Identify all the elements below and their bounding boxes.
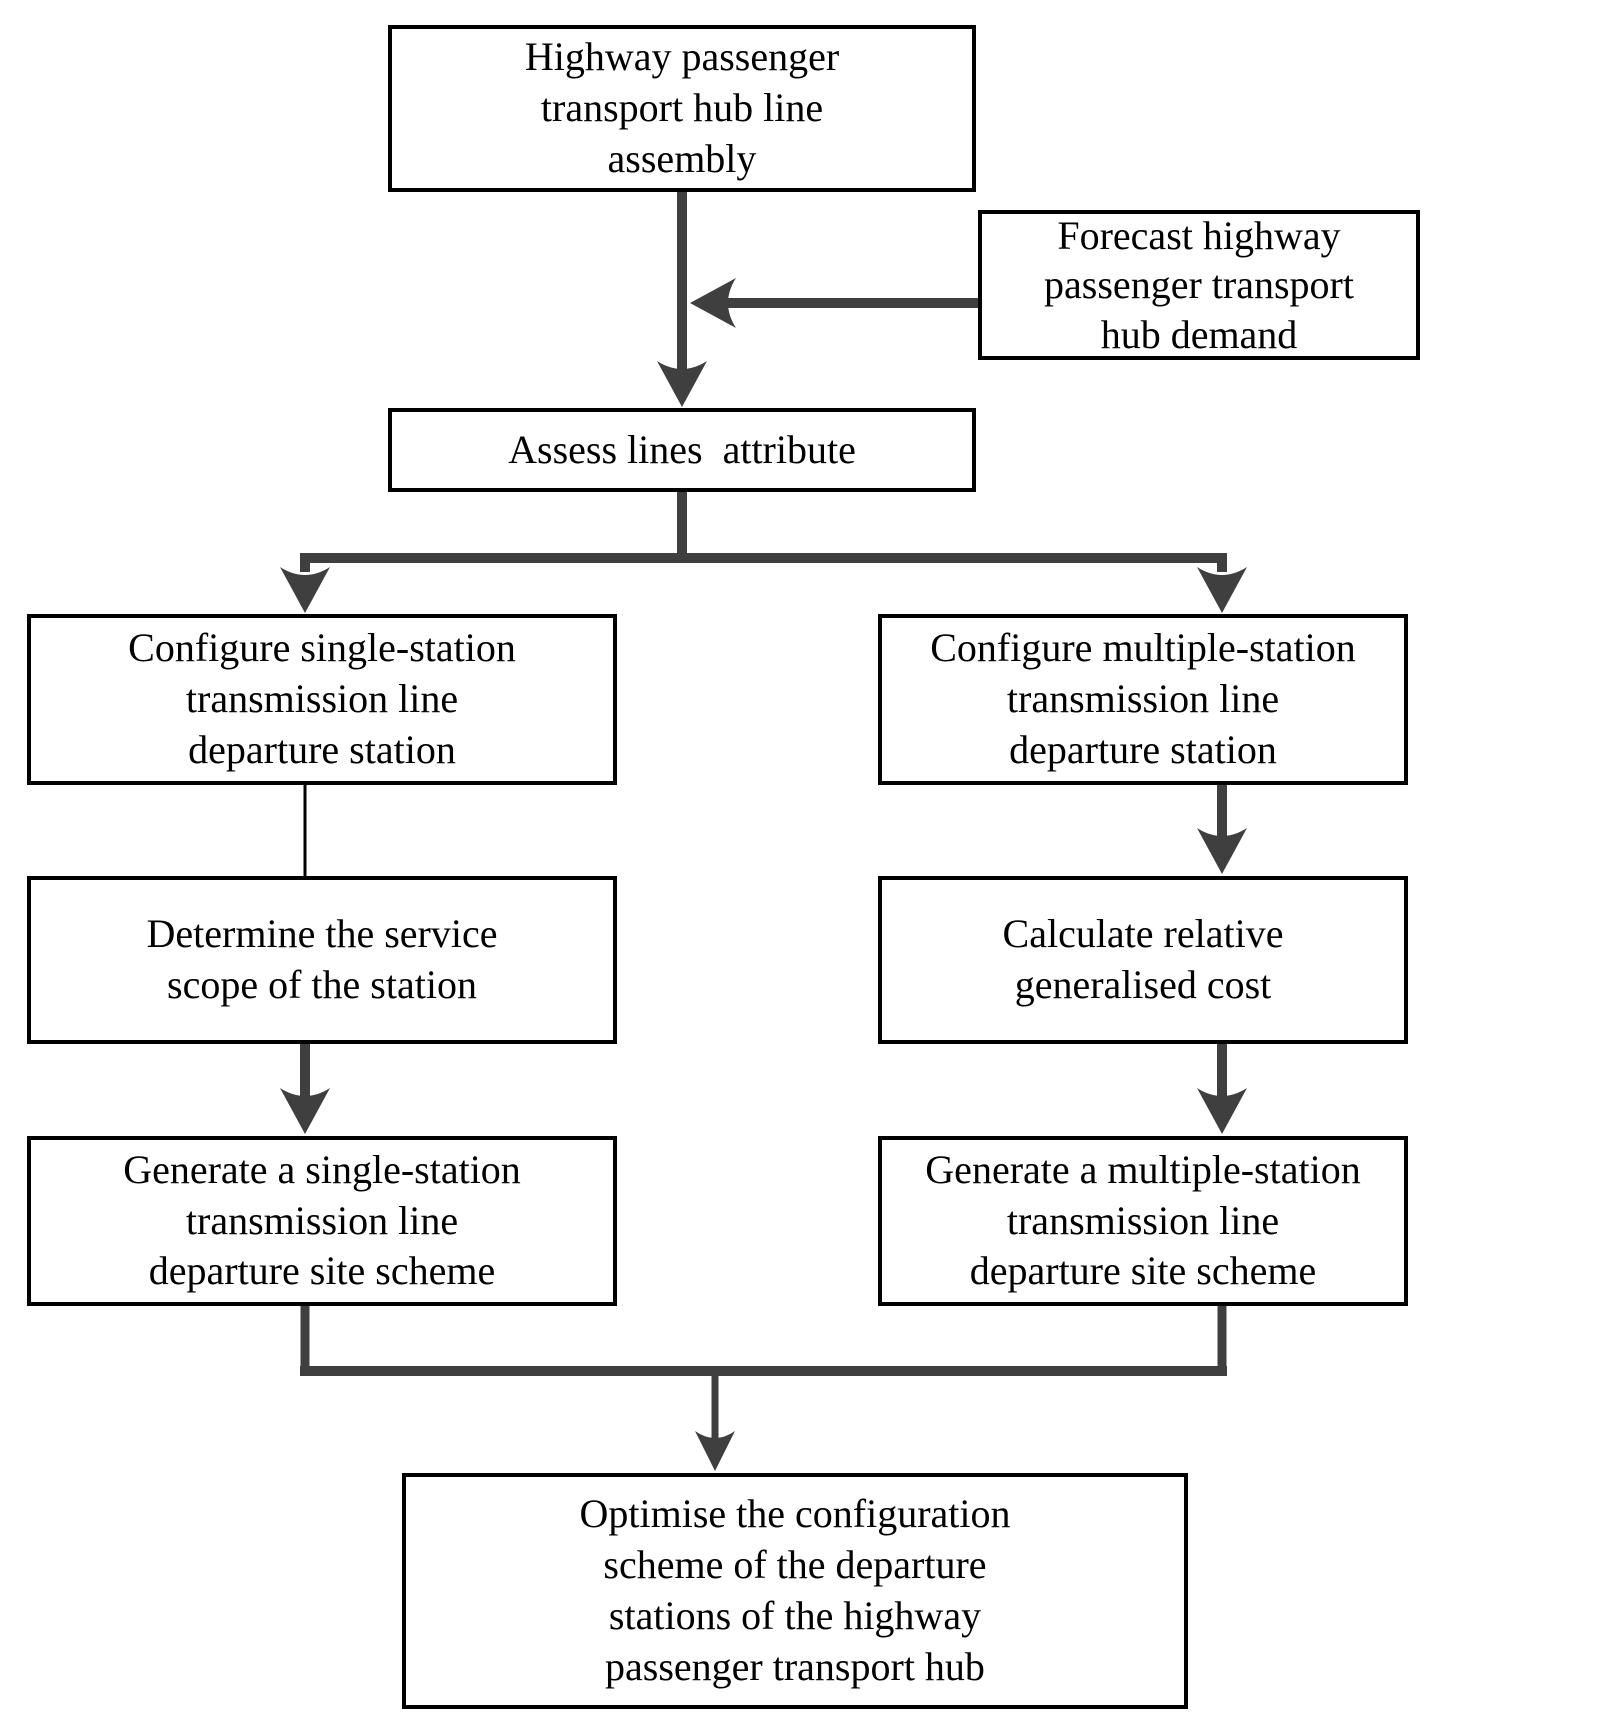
edge-merge-to-optimise	[300, 1306, 1227, 1471]
node-configure-single-station: Configure single-station transmission li…	[27, 614, 617, 785]
arrowhead-down-into-generate-multiple	[1197, 1088, 1247, 1134]
node-configure-multiple-station: Configure multiple-station transmission …	[878, 614, 1408, 785]
arrowhead-down-into-calculate	[1197, 828, 1247, 874]
arrowhead-down-into-configure-single	[280, 567, 330, 613]
node-determine-service-scope: Determine the service scope of the stati…	[27, 876, 617, 1044]
arrowhead-left-into-main-arrow	[690, 278, 736, 328]
edge-assembly-to-assess	[657, 190, 707, 407]
edge-configure-multiple-to-calculate	[1197, 784, 1247, 874]
node-forecast-hub-demand: Forecast highway passenger transport hub…	[978, 210, 1420, 360]
arrowhead-down-into-generate-single	[280, 1088, 330, 1134]
arrowhead-down-into-optimise	[695, 1431, 735, 1471]
edge-assess-branch	[280, 492, 1247, 613]
arrowhead-down-into-assess	[657, 361, 707, 407]
node-generate-multiple-scheme: Generate a multiple-station transmission…	[878, 1136, 1408, 1306]
node-assess-lines-attribute: Assess lines attribute	[388, 408, 976, 492]
node-optimise-configuration: Optimise the configuration scheme of the…	[402, 1473, 1188, 1709]
edge-determine-to-generate-single	[280, 1044, 330, 1134]
node-calculate-generalised-cost: Calculate relative generalised cost	[878, 876, 1408, 1044]
node-hub-line-assembly: Highway passenger transport hub line ass…	[388, 25, 976, 192]
node-generate-single-scheme: Generate a single-station transmission l…	[27, 1136, 617, 1306]
arrowhead-down-into-configure-multiple	[1197, 567, 1247, 613]
edge-forecast-to-main-arrow	[690, 278, 978, 328]
edge-calculate-to-generate-multiple	[1197, 1044, 1247, 1134]
